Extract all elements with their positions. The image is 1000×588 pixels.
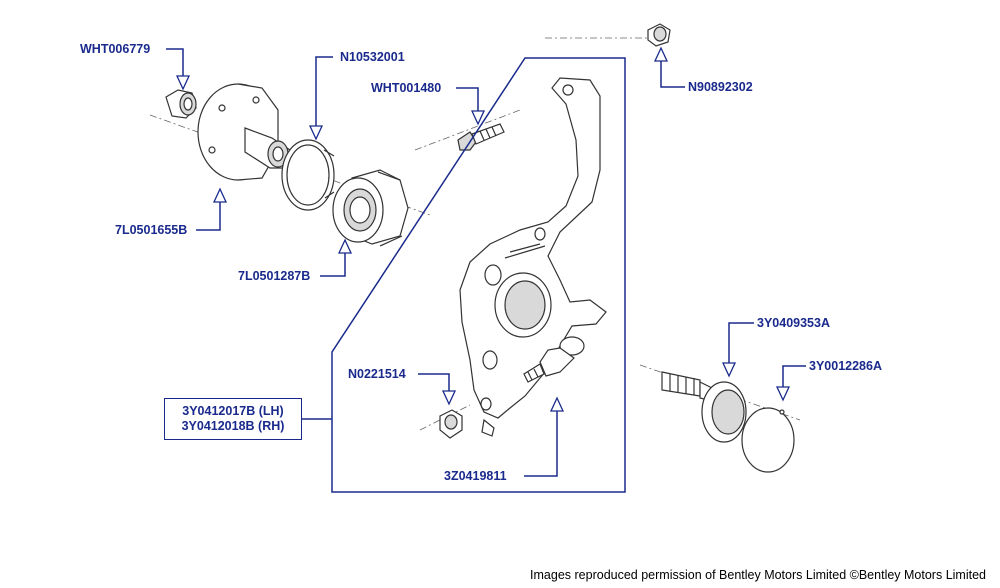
wheel-bearing-drawing: [332, 169, 409, 247]
leader-3y0409353a: [728, 322, 754, 370]
leader-n10532001: [315, 56, 333, 133]
knuckle-group-frame: [331, 57, 626, 493]
copyright-notice: Images reproduced permission of Bentley …: [530, 568, 986, 582]
knuckle-label-box: 3Y0412017B (LH) 3Y0412018B (RH): [164, 398, 302, 440]
label-3z0419811[interactable]: 3Z0419811: [444, 469, 507, 483]
label-n90892302[interactable]: N90892302: [688, 80, 753, 94]
label-n10532001[interactable]: N10532001: [340, 50, 405, 64]
bolt-axis: [414, 109, 521, 151]
steering-knuckle-drawing: [459, 77, 607, 437]
circlip-drawing: [281, 139, 335, 211]
leader-wht006779: [166, 48, 184, 84]
label-3y0012286a[interactable]: 3Y0012286A: [809, 359, 882, 373]
label-7l0501655b[interactable]: 7L0501655B: [115, 223, 188, 237]
nut-axis: [419, 404, 471, 431]
label-3y0409353a[interactable]: 3Y0409353A: [757, 316, 830, 330]
label-7l0501287b[interactable]: 7L0501287B: [238, 269, 311, 283]
leader-3z0419811: [524, 404, 558, 477]
label-3y0412018b-rh[interactable]: 3Y0412018B (RH): [181, 419, 285, 433]
leader-3y0012286a: [782, 365, 806, 394]
wheel-hub-drawing: [197, 83, 291, 181]
cap-drawing: [741, 407, 795, 473]
hub-axis: [149, 114, 431, 216]
hub-nut-drawing: [165, 89, 197, 119]
knuckle-nut-drawing: [439, 409, 463, 439]
leader-n90892302: [660, 54, 685, 88]
label-n0221514[interactable]: N0221514: [348, 367, 406, 381]
leader-7l0501655b: [196, 195, 221, 231]
label-3y0412017b-lh[interactable]: 3Y0412017B (LH): [182, 404, 284, 418]
label-wht006779[interactable]: WHT006779: [80, 42, 151, 56]
leader-n0221514: [418, 373, 450, 398]
leader-7l0501287b: [320, 246, 346, 277]
top-nut-drawing: [647, 23, 671, 47]
leader-wht001480: [456, 87, 479, 118]
ball-joint-drawing: [523, 336, 585, 383]
bolt-drawing: [457, 123, 505, 151]
drive-shaft-drawing: [661, 371, 747, 443]
label-wht001480[interactable]: WHT001480: [371, 81, 442, 95]
